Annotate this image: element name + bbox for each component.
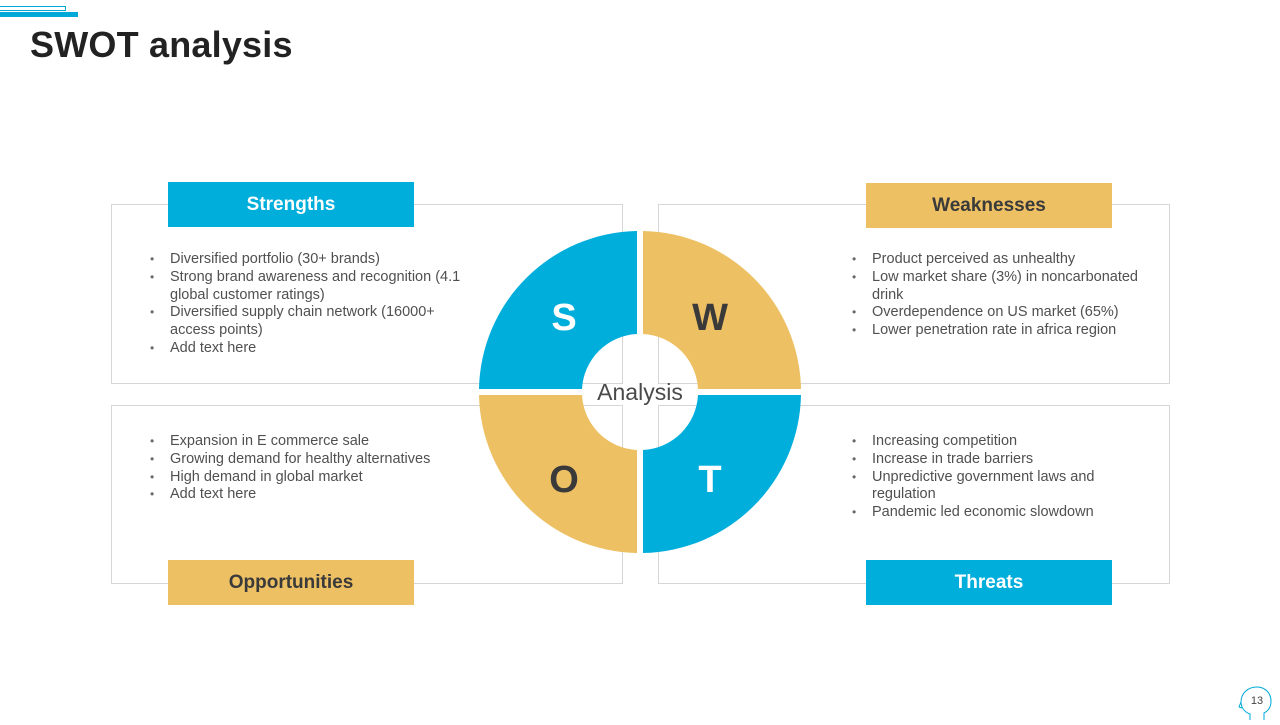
list-item: Add text here	[150, 486, 450, 504]
opportunities-quadrant	[479, 395, 637, 553]
strengths-list: Diversified portfolio (30+ brands) Stron…	[150, 251, 480, 358]
head-outline-icon	[1238, 686, 1272, 720]
opportunities-label: Opportunities	[168, 560, 414, 605]
letter-o: O	[549, 459, 579, 501]
list-item: High demand in global market	[150, 469, 450, 487]
list-item: Overdependence on US market (65%)	[852, 304, 1152, 322]
slide-title: SWOT analysis	[30, 24, 293, 65]
list-item: Expansion in E commerce sale	[150, 433, 450, 451]
list-item: Increase in trade barriers	[852, 451, 1152, 469]
list-item: Strong brand awareness and recognition (…	[150, 269, 480, 305]
page-number-badge: 13	[1238, 683, 1274, 720]
list-item: Increasing competition	[852, 433, 1152, 451]
list-item: Unpredictive government laws and regulat…	[852, 469, 1152, 505]
letter-t: T	[698, 459, 721, 501]
strengths-quadrant	[479, 231, 637, 389]
weaknesses-label: Weaknesses	[866, 183, 1112, 228]
letter-w: W	[692, 297, 728, 339]
threats-quadrant	[643, 395, 801, 553]
weaknesses-list: Product perceived as unhealthy Low marke…	[852, 251, 1152, 340]
title-accent-bar	[0, 12, 78, 17]
strengths-label: Strengths	[168, 182, 414, 227]
letter-s: S	[551, 297, 576, 339]
center-label: Analysis	[597, 379, 683, 405]
opportunities-list: Expansion in E commerce sale Growing dem…	[150, 433, 450, 504]
weaknesses-quadrant	[643, 231, 801, 389]
list-item: Diversified portfolio (30+ brands)	[150, 251, 480, 269]
threats-list: Increasing competition Increase in trade…	[852, 433, 1152, 522]
title-accent-outline	[0, 6, 66, 11]
threats-label: Threats	[866, 560, 1112, 605]
list-item: Growing demand for healthy alternatives	[150, 451, 450, 469]
page-number: 13	[1250, 695, 1264, 707]
list-item: Diversified supply chain network (16000+…	[150, 304, 480, 340]
list-item: Low market share (3%) in noncarbonated d…	[852, 269, 1152, 305]
list-item: Product perceived as unhealthy	[852, 251, 1152, 269]
list-item: Lower penetration rate in africa region	[852, 322, 1152, 340]
list-item: Add text here	[150, 340, 480, 358]
swot-circle-diagram: S W O T Analysis	[479, 231, 801, 553]
list-item: Pandemic led economic slowdown	[852, 504, 1152, 522]
